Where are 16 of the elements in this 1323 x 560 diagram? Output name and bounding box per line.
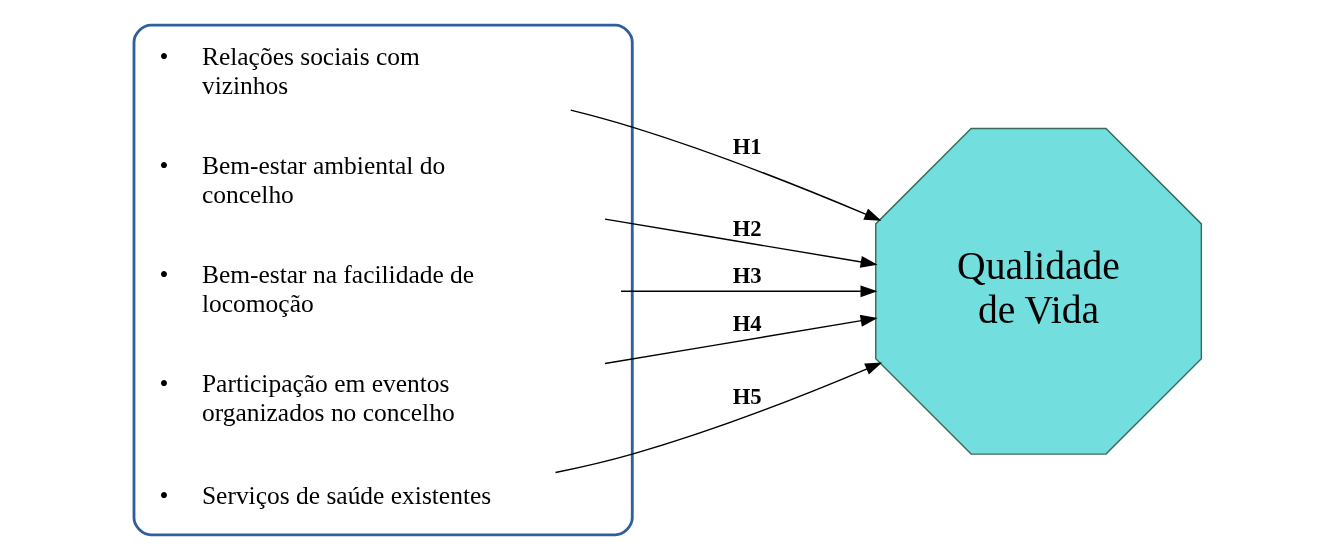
node-text: • Relações sociais com vizinhos: [158, 42, 420, 100]
edge-label: H3: [732, 262, 762, 288]
node-text: • Bem-estar ambiental do concelho: [158, 151, 445, 209]
node-text: • Serviços de saúde existentes: [158, 481, 491, 511]
edge-label: H2: [732, 215, 762, 241]
edge-label: H1: [732, 133, 762, 159]
arrow: [569, 109, 881, 221]
cluster: [132, 23, 634, 537]
edge-label: H5: [732, 384, 762, 410]
node-text: • Participação em eventos organizados no concelho: [158, 369, 455, 427]
node-text: • Bem-estar na facilidade de locomoção: [158, 260, 474, 318]
arrow: [603, 218, 878, 268]
arrow: [619, 285, 877, 298]
arrow: [554, 362, 882, 474]
arrow: [603, 314, 878, 365]
edge-label: H4: [732, 310, 762, 336]
